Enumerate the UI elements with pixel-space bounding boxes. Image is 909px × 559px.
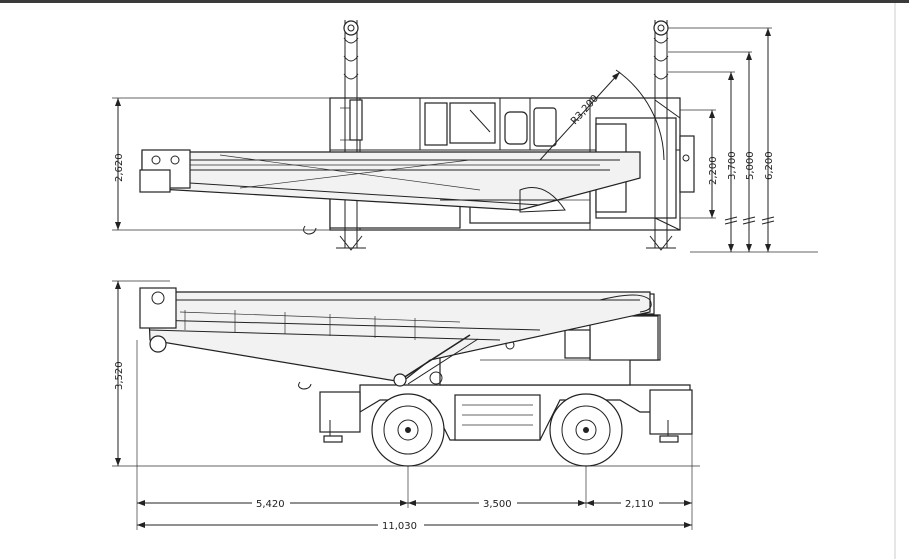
boom-side-view (139, 287, 652, 390)
width-label: 2,620 (114, 153, 125, 182)
superstructure (429, 293, 661, 386)
dim-heights-stack: 2,200 3,700 5,000 6,200 (668, 27, 818, 253)
height-label: 3,520 (114, 361, 125, 390)
top-view: R3,200 2,620 2,200 3,700 5,00 (112, 20, 818, 253)
side-view: 3,520 5,420 3,500 2,110 11,030 (112, 280, 700, 532)
overall-length-label: 11,030 (382, 521, 417, 532)
front-overhang-label: 5,420 (256, 499, 285, 510)
outrigger-jacks-top-view (336, 20, 676, 251)
rear-overhang-label: 2,110 (625, 499, 654, 510)
boom-top-view (139, 149, 641, 235)
height-3700-label: 3,700 (727, 151, 738, 180)
top-border (0, 0, 909, 3)
front-wheel (371, 393, 445, 467)
wheelbase-label: 3,500 (483, 499, 512, 510)
dim-height-3520: 3,520 (112, 280, 170, 466)
dim-lengths: 5,420 3,500 2,110 11,030 (136, 340, 693, 532)
dim-width-2620: 2,620 (112, 97, 330, 231)
height-5000-label: 5,000 (745, 151, 756, 180)
height-2200-label: 2,200 (708, 156, 719, 185)
carrier-chassis (319, 384, 693, 443)
height-6200-label: 6,200 (764, 151, 775, 180)
rear-wheel (549, 393, 623, 467)
